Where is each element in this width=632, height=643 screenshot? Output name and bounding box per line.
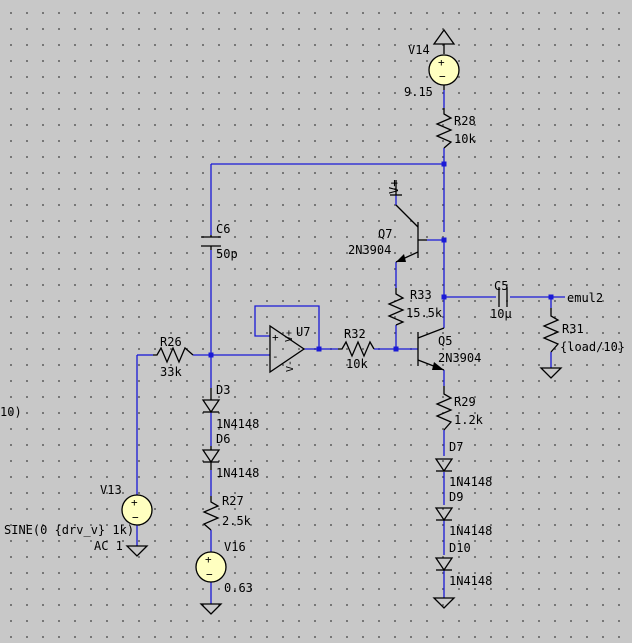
r29-value: 1.2k: [454, 413, 484, 427]
q7-value: 2N3904: [348, 243, 391, 257]
svg-text:+: +: [438, 56, 445, 69]
v14-name: V14: [408, 43, 430, 57]
d7-value: 1N4148: [449, 475, 492, 489]
d10-name: D10: [449, 541, 471, 555]
r32-resistor[interactable]: [338, 340, 375, 358]
q5-chain-ground: [432, 597, 456, 609]
u7-name: U7: [296, 325, 310, 339]
u7-plus-input: +: [272, 331, 279, 344]
v16-value: 0.63: [224, 581, 253, 595]
r27-name: R27: [222, 494, 244, 508]
c6-name: C6: [216, 222, 230, 236]
r31-value: {load/10}: [560, 340, 625, 354]
c6-value: 50p: [216, 247, 238, 261]
c5-name: C5: [494, 279, 508, 293]
r33-name: R33: [410, 288, 432, 302]
d6-name: D6: [216, 432, 230, 446]
c5-value: 10µ: [490, 307, 512, 321]
u7-vminus-pin: V-: [285, 360, 296, 372]
d9-diode[interactable]: [434, 507, 454, 522]
d6-diode[interactable]: [201, 446, 221, 470]
r31-resistor[interactable]: [542, 308, 560, 353]
d3-name: D3: [216, 383, 230, 397]
q5-name: Q5: [438, 334, 452, 348]
v13-ac: AC 1: [94, 539, 123, 553]
r27-resistor[interactable]: [202, 496, 220, 531]
svg-text:+: +: [205, 553, 212, 566]
svg-text:−: −: [206, 568, 213, 581]
junctions: [208, 161, 554, 358]
r26-value: 33k: [160, 365, 182, 379]
d10-diode[interactable]: [434, 557, 454, 572]
u7-opamp[interactable]: [269, 324, 306, 374]
q5-transistor[interactable]: [417, 327, 445, 371]
c5-capacitor[interactable]: [498, 287, 508, 307]
v14-source[interactable]: + −: [428, 28, 460, 90]
r28-resistor[interactable]: [435, 108, 453, 149]
d3-value: 1N4148: [216, 417, 259, 431]
wires: [136, 90, 565, 604]
r29-name: R29: [454, 395, 476, 409]
d10-value: 1N4148: [449, 574, 492, 588]
svg-text:−: −: [132, 511, 139, 524]
r27-value: 2.5k: [222, 514, 252, 528]
q7-name: Q7: [378, 227, 392, 241]
r33-value: 15.5k: [406, 306, 443, 320]
r33-resistor[interactable]: [387, 288, 405, 326]
q5-value: 2N3904: [438, 351, 481, 365]
u7-vplus-pin: V+: [284, 330, 295, 342]
q7-transistor[interactable]: [390, 180, 427, 263]
d7-diode[interactable]: [434, 458, 454, 473]
v16-source[interactable]: + −: [195, 551, 227, 615]
v13-value: SINE(0 {drv_v} 1k): [4, 523, 134, 537]
d7-name: D7: [449, 440, 463, 454]
r31-ground: [539, 367, 563, 379]
svg-text:+: +: [131, 496, 138, 509]
r28-value: 10k: [454, 132, 476, 146]
r28-name: R28: [454, 114, 476, 128]
u7-minus-input: -: [272, 350, 279, 363]
c6-capacitor[interactable]: [201, 235, 221, 250]
q7-vplus-label: V+: [387, 180, 401, 194]
r29-resistor[interactable]: [435, 386, 453, 431]
v14-value: 9.15: [404, 85, 433, 99]
r31-name: R31: [562, 322, 584, 336]
output-net-label: emul2: [567, 291, 603, 305]
svg-text:−: −: [439, 70, 446, 83]
v16-name: V16: [224, 540, 246, 554]
r26-resistor[interactable]: [153, 346, 194, 364]
d9-name: D9: [449, 490, 463, 504]
r32-value: 10k: [346, 357, 368, 371]
d6-value: 1N4148: [216, 466, 259, 480]
r26-name: R26: [160, 335, 182, 349]
offscreen-text-fragment: 10): [0, 405, 22, 419]
d3-diode[interactable]: [201, 388, 221, 414]
v13-source[interactable]: + −: [121, 494, 153, 557]
r32-name: R32: [344, 327, 366, 341]
d9-value: 1N4148: [449, 524, 492, 538]
v13-name: V13: [100, 483, 122, 497]
